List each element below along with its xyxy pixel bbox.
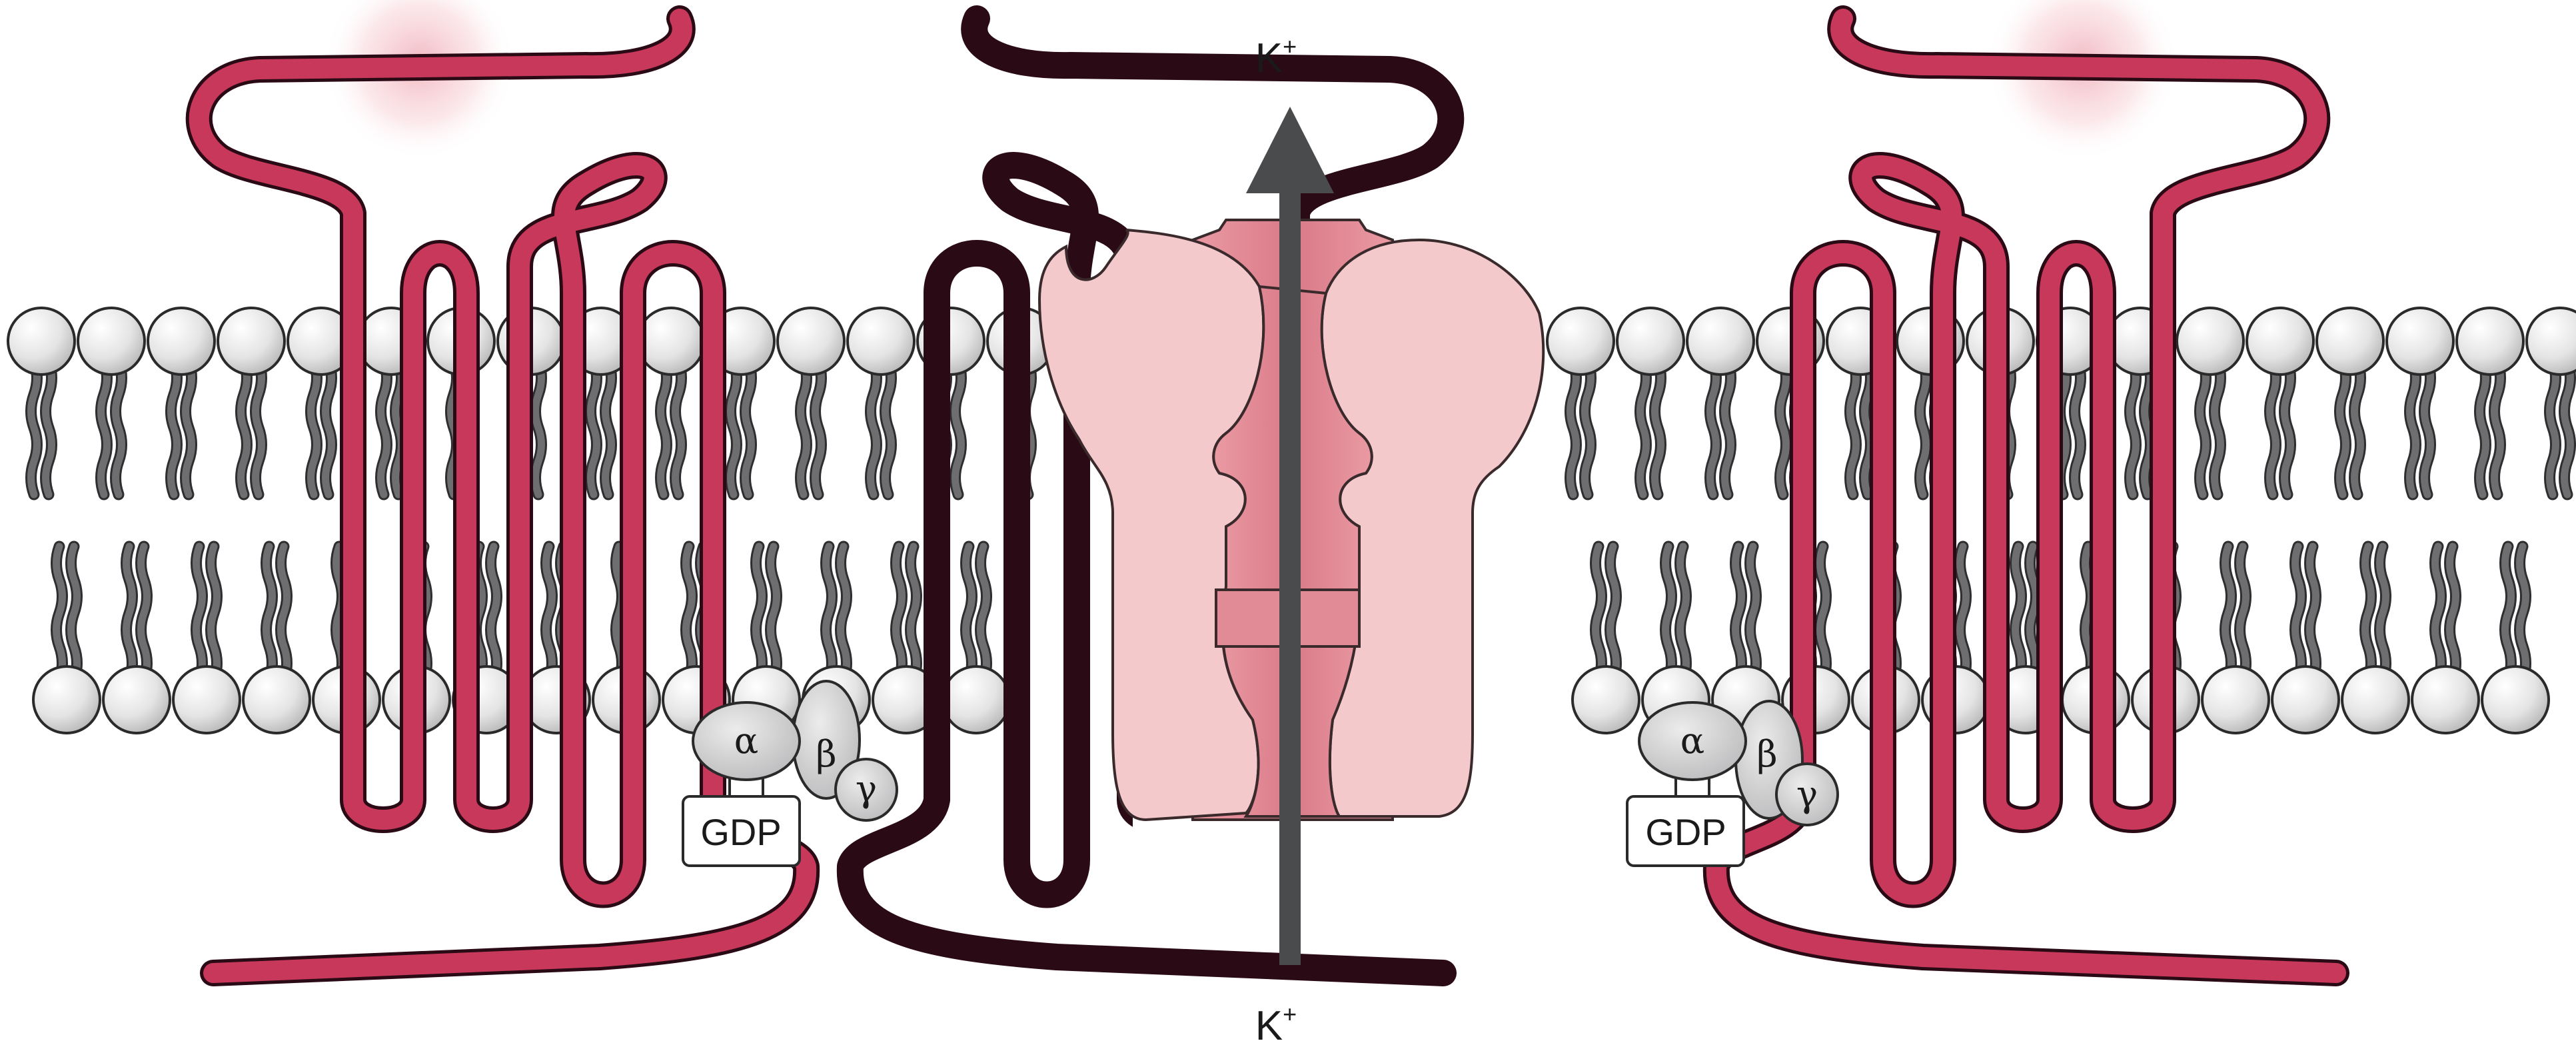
- left-g-beta-label: β: [816, 733, 836, 775]
- ion-label-bottom: K+: [1255, 1000, 1297, 1049]
- lipid-head: [1617, 308, 1684, 375]
- lipid-head: [2527, 308, 2576, 375]
- left-g-alpha-label: α: [734, 720, 758, 762]
- lipid-head: [8, 308, 75, 375]
- lipid-head: [2457, 308, 2523, 375]
- lipid-head: [1547, 308, 1614, 375]
- right-g-beta-label: β: [1756, 733, 1777, 775]
- lipid-head: [638, 308, 704, 375]
- right-gdp-label: GDP: [1645, 811, 1726, 853]
- lipid-head: [2317, 308, 2383, 375]
- lipid-head: [78, 308, 145, 375]
- lipid-head: [943, 666, 1009, 733]
- lipid-head: [218, 308, 285, 375]
- lipid-head: [243, 666, 310, 733]
- lipid-head: [2272, 666, 2339, 733]
- right-g-alpha-label: α: [1680, 720, 1704, 762]
- left-gdp-label: GDP: [700, 811, 781, 853]
- lipid-head: [148, 308, 215, 375]
- lipid-head: [2387, 308, 2453, 375]
- lipid-head: [2482, 666, 2549, 733]
- lipid-head: [2247, 308, 2313, 375]
- lipid-head: [2202, 666, 2269, 733]
- right-g-gamma-label: γ: [1796, 773, 1818, 815]
- lipid-head: [173, 666, 240, 733]
- lipid-head: [1687, 308, 1754, 375]
- lipid-head: [33, 666, 100, 733]
- lipid-head: [103, 666, 170, 733]
- left-g-gamma-label: γ: [856, 768, 877, 810]
- lipid-head: [2342, 666, 2409, 733]
- lipid-head: [848, 308, 914, 375]
- lipid-head: [778, 308, 844, 375]
- lipid-head: [1573, 666, 1639, 733]
- lipid-head: [2177, 308, 2244, 375]
- lipid-head: [2412, 666, 2479, 733]
